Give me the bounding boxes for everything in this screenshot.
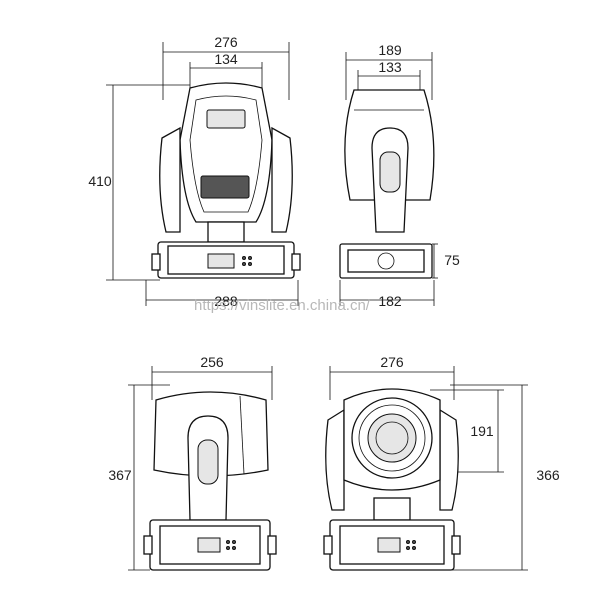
front-view (106, 42, 301, 306)
side-base-depth-label: 182 (378, 293, 402, 309)
tilted-side-view (128, 366, 277, 571)
lens-width-label: 276 (380, 354, 404, 370)
vent-grille (200, 175, 250, 199)
tilted-height-label: 367 (108, 467, 132, 483)
watermark-text: https://vinslite.en.china.cn/ (194, 297, 371, 314)
lens-height-label: 191 (470, 423, 494, 439)
lens-total-height-label: 366 (536, 467, 560, 483)
front-base-width-label: 288 (214, 293, 238, 309)
side-view (339, 52, 438, 306)
front-width-total-label: 276 (214, 34, 238, 50)
side-width-total-label: 189 (378, 42, 402, 58)
side-width-inner-label: 133 (378, 59, 402, 75)
tilted-width-label: 256 (200, 354, 224, 370)
front-height-label: 410 (88, 173, 112, 189)
side-base-height-label: 75 (444, 252, 460, 268)
front-width-inner-label: 134 (214, 51, 238, 67)
lens-front-view (323, 366, 528, 571)
